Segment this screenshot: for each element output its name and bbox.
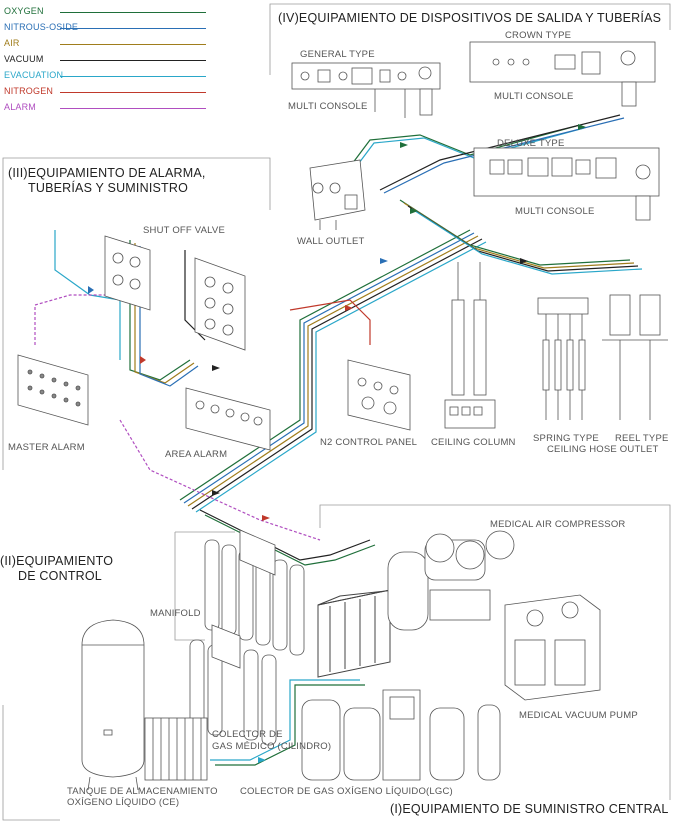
section-iii-title-2: TUBERÍAS Y SUMINISTRO <box>28 181 189 195</box>
spring-hose-outlets <box>537 297 589 420</box>
legend-label: NITROUS-OSIDE <box>4 22 79 32</box>
label-ceiling-column: CEILING COLUMN <box>431 437 516 448</box>
legend-label: ALARM <box>4 102 37 112</box>
section-frame-i <box>2 504 671 821</box>
legend-swatch <box>60 108 206 109</box>
shut-off-valve-boxes <box>104 235 246 351</box>
legend-label: NITROGEN <box>4 86 54 96</box>
vaporizer <box>144 717 208 781</box>
section-frame-iv <box>269 3 671 75</box>
legend-item-alarm: ALARM <box>4 102 36 112</box>
label-multi-console-crown: MULTI CONSOLE <box>494 91 574 102</box>
label-medical-vacuum-pump: MEDICAL VACUUM PUMP <box>519 710 638 721</box>
secondary-manifold <box>189 624 277 746</box>
label-master-alarm: MASTER ALARM <box>8 442 85 453</box>
n2-control-panel <box>347 359 411 431</box>
master-alarm-panel <box>17 354 89 426</box>
label-colector-medico-2: GAS MÉDICO (CILINDRO) <box>212 741 332 752</box>
label-general-type: GENERAL TYPE <box>300 49 375 60</box>
legend-swatch <box>60 60 206 61</box>
label-multi-console-deluxe: MULTI CONSOLE <box>515 206 595 217</box>
deluxe-type-console <box>473 147 660 221</box>
label-multi-console-general: MULTI CONSOLE <box>288 101 368 112</box>
legend-label: EVACUATION <box>4 70 64 80</box>
section-ii-title-1: (II)EQUIPAMIENTO <box>0 554 114 568</box>
storage-tank <box>81 619 145 791</box>
air-compressor <box>387 530 515 631</box>
flow-arrows <box>88 124 586 763</box>
legend-item-vacuum: VACUUM <box>4 54 44 64</box>
legend-item-nitrous: NITROUS-OSIDE <box>4 22 78 32</box>
label-ceiling-hose-outlet: CEILING HOSE OUTLET <box>547 444 659 455</box>
legend-swatch <box>60 28 206 29</box>
label-tanque-1: TANQUE DE ALMACENAMIENTO <box>67 786 218 797</box>
label-colector-lgc: COLECTOR DE GAS OXÍGENO LÍQUIDO(LGC) <box>240 786 453 797</box>
legend-swatch <box>60 44 206 45</box>
legend-item-evacuation: EVACUATION <box>4 70 63 80</box>
control-cabinet <box>317 589 396 678</box>
area-alarm-panel <box>185 387 271 451</box>
legend-label: AIR <box>4 38 20 48</box>
section-iv-title: (IV)EQUIPAMIENTO DE DISPOSITIVOS DE SALI… <box>278 11 662 25</box>
manifold-cylinders <box>204 529 305 656</box>
legend-item-nitrogen: NITROGEN <box>4 86 53 96</box>
lgc-cylinders <box>301 689 501 781</box>
label-shut-off-valve: SHUT OFF VALVE <box>143 225 225 236</box>
crown-type-console <box>469 41 656 107</box>
legend-item-air: AIR <box>4 38 20 48</box>
legend-swatch <box>60 76 206 77</box>
legend-item-oxygen: OXYGEN <box>4 6 44 16</box>
section-frame-iii <box>2 157 271 470</box>
legend-label: VACUUM <box>4 54 44 64</box>
ceiling-column <box>444 262 496 429</box>
label-n2-control-panel: N2 CONTROL PANEL <box>320 437 418 448</box>
section-iii-title-1: (III)EQUIPAMIENTO DE ALARMA, <box>8 166 206 180</box>
label-tanque-2: OXÍGENO LÍQUIDO (CE) <box>67 797 180 808</box>
wall-outlet-box <box>309 159 366 230</box>
legend-swatch <box>60 92 206 93</box>
label-deluxe-type: DELUXE TYPE <box>497 138 565 149</box>
label-crown-type: CROWN TYPE <box>505 30 572 41</box>
label-reel-type: REEL TYPE <box>615 433 669 444</box>
label-manifold: MANIFOLD <box>150 608 201 619</box>
label-wall-outlet: WALL OUTLET <box>297 236 365 247</box>
reel-hose-outlets <box>602 294 668 420</box>
label-spring-type: SPRING TYPE <box>533 433 599 444</box>
legend-label: OXYGEN <box>4 6 44 16</box>
vacuum-pump <box>504 594 601 701</box>
label-colector-medico-1: COLECTOR DE <box>212 729 283 740</box>
section-ii-title-2: DE CONTROL <box>18 569 102 583</box>
legend-swatch <box>60 12 206 13</box>
section-i-title: (I)EQUIPAMIENTO DE SUMINISTRO CENTRAL <box>390 802 669 816</box>
label-area-alarm: AREA ALARM <box>165 449 228 460</box>
label-medical-air-compressor: MEDICAL AIR COMPRESSOR <box>490 519 626 530</box>
general-type-console <box>291 62 441 118</box>
